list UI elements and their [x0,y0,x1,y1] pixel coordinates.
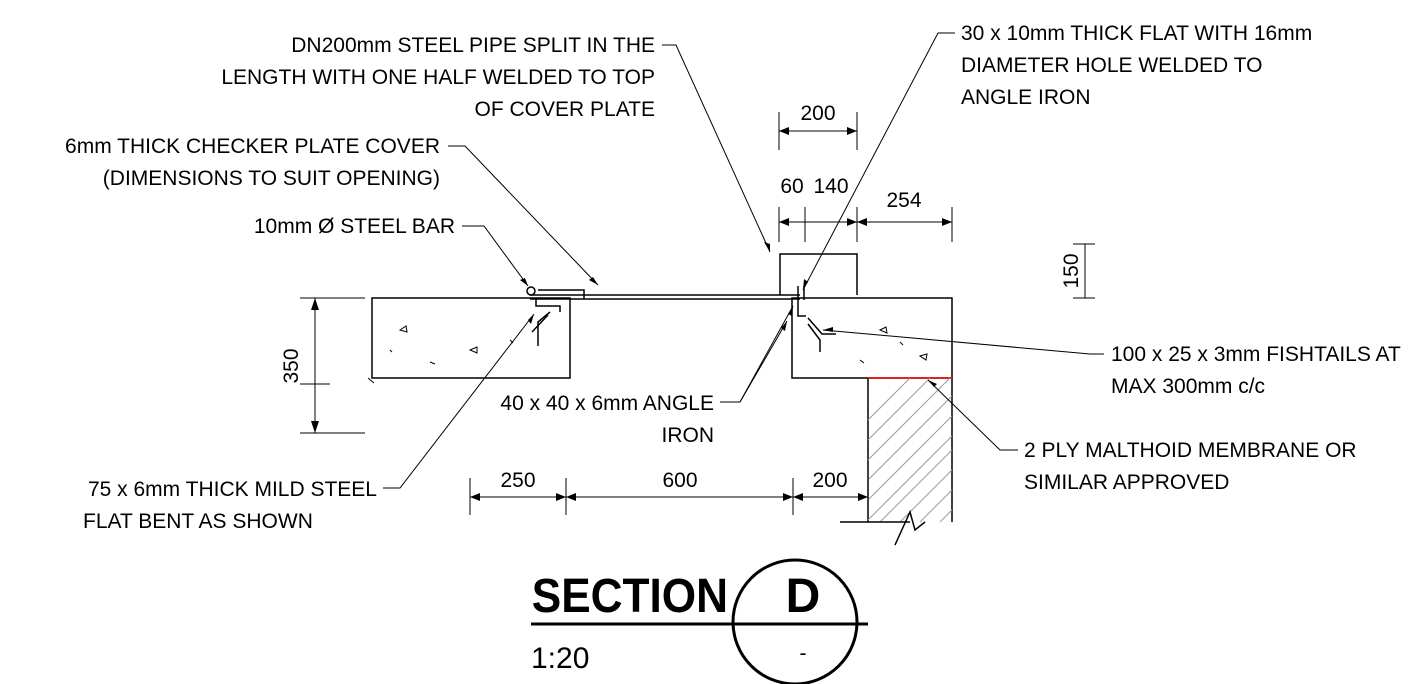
half-pipe [779,253,858,295]
sheet-reference: - [800,642,807,665]
dim-slab-depth: 350 [280,348,303,383]
flat-with-hole-label-2: DIAMETER HOLE WELDED TO [961,54,1262,77]
flat-with-hole-label-3: ANGLE IRON [961,86,1091,109]
membrane-label-1: 2 PLY MALTHOID MEMBRANE OR [1024,439,1357,462]
leader-lines [383,32,1104,489]
dimension-lines [300,112,1095,515]
mild-steel-flat-label-1: 75 x 6mm THICK MILD STEEL [88,478,377,501]
section-title: SECTION [532,568,728,622]
section-callout-circle [731,558,859,684]
checker-plate-label-2: (DIMENSIONS TO SUIT OPENING) [103,167,440,190]
dim-pipe-width: 200 [800,102,835,125]
drawing-scale: 1:20 [531,642,589,675]
left-angle-and-fishtail [526,286,561,346]
title-block: SECTION D 1:20 - [531,558,868,684]
dim-overhang: 254 [886,189,921,212]
right-angle-iron-and-fishtail [797,286,836,352]
left-concrete-slab [367,297,571,384]
angle-iron-label-1: 40 x 40 x 6mm ANGLE [500,392,714,415]
callout-labels: DN200mm STEEL PIPE SPLIT IN THE LENGTH W… [65,22,1401,533]
section-letter: D [786,570,821,623]
membrane-label-2: SIMILAR APPROVED [1024,471,1229,494]
dim-left-slab: 250 [500,469,535,492]
dim-pipe-height: 150 [1060,253,1083,288]
angle-iron-label-2: IRON [662,424,715,447]
steel-pipe-label-1: DN200mm STEEL PIPE SPLIT IN THE [291,34,655,57]
steel-pipe-label-3: OF COVER PLATE [475,98,655,121]
right-concrete-slab [791,297,953,379]
fishtails-label-1: 100 x 25 x 3mm FISHTAILS AT [1111,343,1401,366]
steel-bar-label: 10mm Ø STEEL BAR [254,215,455,238]
dim-wall: 200 [812,469,847,492]
fishtails-label-2: MAX 300mm c/c [1111,375,1265,398]
dim-opening: 600 [662,469,697,492]
mild-steel-flat-label-2: FLAT BENT AS SHOWN [83,510,313,533]
dim-split-right: 140 [813,175,848,198]
brick-wall [840,377,953,546]
dim-split-left: 60 [780,175,803,198]
flat-with-hole-label-1: 30 x 10mm THICK FLAT WITH 16mm [961,22,1312,45]
checker-plate-cover [530,289,800,300]
steel-pipe-label-2: LENGTH WITH ONE HALF WELDED TO TOP [221,66,655,89]
checker-plate-label-1: 6mm THICK CHECKER PLATE COVER [65,135,440,158]
dimension-values: 200 60 140 254 150 350 250 600 200 [280,102,1083,492]
